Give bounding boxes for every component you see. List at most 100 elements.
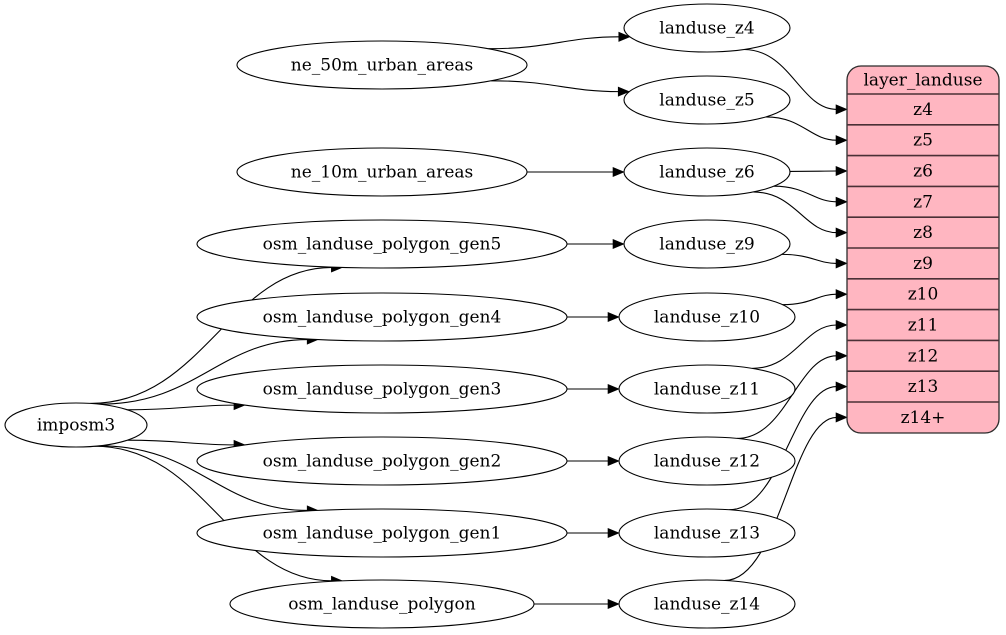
node-landuse_z5[interactable]: landuse_z5: [623, 75, 791, 125]
node-shape: [196, 219, 568, 269]
node-landuse_z9[interactable]: landuse_z9: [623, 219, 791, 269]
edge-imposm3-to-osm_landuse_polygon_gen2: [127, 439, 235, 446]
node-label-landuse_z12: landuse_z12: [654, 452, 760, 472]
arrow-head-icon: [607, 311, 620, 323]
arrow-head-icon: [607, 455, 620, 467]
arrow-head-icon: [835, 319, 848, 331]
node-label-osm_landuse_polygon_gen3: osm_landuse_polygon_gen3: [263, 380, 502, 400]
node-landuse_z14[interactable]: landuse_z14: [618, 579, 796, 629]
node-landuse_z6[interactable]: landuse_z6: [623, 147, 791, 197]
arrow-head-icon: [607, 383, 620, 395]
edge-landuse_z11-to-z11: [752, 324, 837, 369]
node-shape: [196, 364, 568, 414]
node-shape: [229, 579, 535, 629]
arrow-head-icon: [607, 527, 620, 539]
arrow-head-icon: [835, 350, 848, 361]
node-shape: [618, 436, 796, 486]
layer-landuse-table-group: layer_landuse z4 z5 z6 z7 z8 z9 z10 z11 z12 z13 z14…: [846, 65, 1000, 434]
edge-landuse_z5-to-z5: [765, 116, 837, 141]
node-label-ne_50m_urban_areas: ne_50m_urban_areas: [291, 56, 473, 76]
node-label-landuse_z11: landuse_z11: [654, 380, 760, 400]
node-shape: [623, 147, 791, 197]
table-row-z10[interactable]: z10: [908, 285, 939, 305]
node-shape: [623, 75, 791, 125]
table-row-z11[interactable]: z11: [908, 316, 939, 336]
node-label-landuse_z6: landuse_z6: [659, 163, 754, 183]
node-label-osm_landuse_polygon_gen4: osm_landuse_polygon_gen4: [263, 308, 502, 328]
edge-imposm3-to-osm_landuse_polygon_gen3: [127, 404, 235, 411]
node-shape: [618, 579, 796, 629]
node-landuse_z11[interactable]: landuse_z11: [618, 364, 796, 414]
table-row-z12[interactable]: z12: [908, 346, 939, 366]
node-label-osm_landuse_polygon_gen5: osm_landuse_polygon_gen5: [263, 235, 502, 255]
table-row-z6[interactable]: z6: [913, 162, 933, 182]
table-row-z8[interactable]: z8: [913, 223, 933, 243]
arrow-head-icon: [617, 86, 630, 97]
node-osm_landuse_polygon_gen1[interactable]: osm_landuse_polygon_gen1: [196, 508, 568, 558]
table-header-label: layer_landuse: [864, 71, 983, 91]
node-landuse_z12[interactable]: landuse_z12: [618, 436, 796, 486]
node-shape: [618, 364, 796, 414]
node-osm_landuse_polygon_gen5[interactable]: osm_landuse_polygon_gen5: [196, 219, 568, 269]
edge-landuse_z6-to-z8: [753, 191, 837, 234]
node-landuse_z4[interactable]: landuse_z4: [623, 3, 791, 53]
node-osm_landuse_polygon[interactable]: osm_landuse_polygon: [229, 579, 535, 629]
arrow-head-icon: [835, 165, 848, 177]
edge-landuse_z6-to-z7: [773, 185, 837, 203]
edge-ne_50m_urban_areas-to-landuse_z5: [491, 80, 619, 93]
table-row-z7[interactable]: z7: [913, 192, 933, 212]
node-label-imposm3: imposm3: [37, 416, 115, 436]
arrow-head-icon: [607, 598, 620, 610]
table-row-z9[interactable]: z9: [913, 254, 933, 274]
table-row-z5[interactable]: z5: [913, 131, 933, 151]
arrow-head-icon: [618, 31, 631, 42]
arrow-head-icon: [612, 166, 625, 178]
nodes-layer: imposm3 ne_50m_urban_areas ne_10m_urban_ar…: [4, 3, 796, 629]
edge-landuse_z9-to-z9: [781, 253, 837, 264]
node-imposm3[interactable]: imposm3: [4, 402, 148, 448]
edge-landuse_z14-to-z14+: [724, 416, 837, 582]
node-shape: [623, 3, 791, 53]
edge-imposm3-to-osm_landuse_polygon: [94, 445, 332, 582]
table-row-z4[interactable]: z4: [913, 100, 933, 120]
node-osm_landuse_polygon_gen2[interactable]: osm_landuse_polygon_gen2: [196, 436, 568, 486]
edge-imposm3-to-osm_landuse_polygon_gen1: [99, 445, 308, 512]
arrow-head-icon: [835, 412, 848, 423]
node-osm_landuse_polygon_gen4[interactable]: osm_landuse_polygon_gen4: [196, 292, 568, 342]
node-label-landuse_z10: landuse_z10: [654, 308, 760, 328]
edge-landuse_z13-to-z13: [729, 386, 837, 511]
node-label-landuse_z13: landuse_z13: [654, 524, 760, 544]
node-landuse_z13[interactable]: landuse_z13: [618, 508, 796, 558]
arrow-head-icon: [835, 289, 848, 300]
node-shape: [236, 40, 528, 90]
node-label-landuse_z14: landuse_z14: [654, 595, 760, 615]
arrow-head-icon: [612, 238, 625, 250]
arrow-head-icon: [835, 227, 848, 238]
node-shape: [196, 292, 568, 342]
table-row-z13[interactable]: z13: [908, 377, 939, 397]
node-label-landuse_z5: landuse_z5: [659, 91, 754, 111]
node-landuse_z10[interactable]: landuse_z10: [618, 292, 796, 342]
node-label-osm_landuse_polygon_gen1: osm_landuse_polygon_gen1: [263, 524, 502, 544]
layer-landuse-table: layer_landuse z4 z5 z6 z7 z8 z9 z10 z11 z12 z13 z14…: [846, 65, 1000, 434]
node-label-landuse_z9: landuse_z9: [659, 235, 754, 255]
node-label-osm_landuse_polygon: osm_landuse_polygon: [288, 595, 475, 615]
node-ne_10m_urban_areas[interactable]: ne_10m_urban_areas: [236, 147, 528, 197]
node-shape: [623, 219, 791, 269]
table-background: [846, 65, 1000, 434]
node-shape: [4, 402, 148, 448]
node-label-osm_landuse_polygon_gen2: osm_landuse_polygon_gen2: [263, 452, 502, 472]
edge-imposm3-to-osm_landuse_polygon_gen5: [90, 266, 332, 405]
node-shape: [618, 508, 796, 558]
table-row-z14+[interactable]: z14+: [901, 408, 946, 428]
arrow-head-icon: [835, 258, 848, 269]
node-shape: [236, 147, 528, 197]
arrow-head-icon: [835, 381, 848, 392]
node-shape: [196, 436, 568, 486]
node-osm_landuse_polygon_gen3[interactable]: osm_landuse_polygon_gen3: [196, 364, 568, 414]
node-ne_50m_urban_areas[interactable]: ne_50m_urban_areas: [236, 40, 528, 90]
node-label-landuse_z4: landuse_z4: [659, 19, 754, 39]
arrow-head-icon: [835, 135, 848, 146]
